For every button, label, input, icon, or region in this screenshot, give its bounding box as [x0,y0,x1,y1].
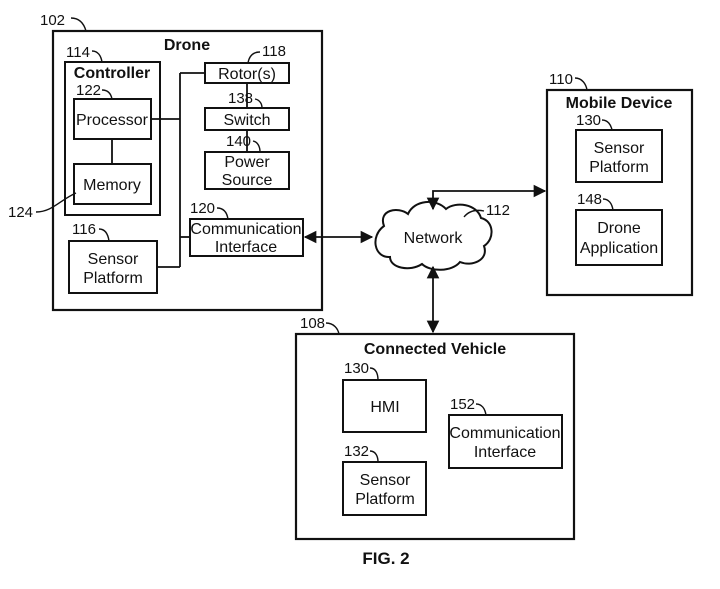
processor-ref: 122 [76,82,101,99]
vehicle-sensor-line2: Platform [355,491,415,508]
figure-label: FIG. 2 [362,549,409,568]
network-mobile-connection [426,184,547,211]
rotor-ref-leader [247,51,261,64]
connected-vehicle-title: Connected Vehicle [364,341,506,358]
rotor-ref: 118 [262,43,286,60]
controller-ref: 114 [66,44,90,61]
drone-block: 102 Drone 114 Controller 122 Processor M… [8,12,324,312]
network-label: Network [404,230,464,247]
hmi-label: HMI [370,399,399,416]
drone-sensor-line2: Platform [83,270,143,287]
drone-sensor-platform-box [68,240,158,294]
network-node: Network 112 [374,201,510,271]
vehicle-sensor-platform-box [342,461,427,516]
vehicle-ref: 108 [300,315,325,332]
memory-ref: 124 [8,204,33,221]
drone-comm-interface-box [189,218,304,257]
drone-ref: 102 [40,12,65,29]
drone-ref-leader [70,17,87,32]
mobile-sensor-line2: Platform [589,159,649,176]
drone-comm-line1: Communication [190,221,301,238]
mobile-device-block: 110 Mobile Device 130 Sensor Platform 14… [545,71,694,297]
connected-vehicle-block: 108 Connected Vehicle 130 HMI 132 Sensor… [294,315,576,541]
mobile-sensor-line1: Sensor [594,140,645,157]
hmi-ref: 130 [344,360,369,377]
network-ref: 112 [486,202,510,219]
switch-ref-leader [254,98,263,109]
controller-block: 114 Controller 122 Processor Memory 124 [8,44,161,221]
memory-box [73,163,152,205]
switch-label: Switch [223,112,270,129]
controller-title: Controller [74,65,150,82]
mobile-sensor-ref-leader [601,119,613,131]
network-ref-leader [463,209,485,218]
mobile-sensor-ref: 130 [576,112,601,129]
power-source-line1: Power [224,154,270,171]
memory-label: Memory [83,177,141,194]
drone-app-line2: Application [580,240,658,257]
network-cloud [374,201,493,271]
controller-ref-leader [91,50,103,63]
memory-ref-leader [35,192,77,213]
power-source-line2: Source [222,172,273,189]
drone-application-box [575,209,663,266]
switch-ref: 138 [228,90,253,107]
processor-ref-leader [101,89,113,100]
drone-comm-line2: Interface [215,239,277,256]
drone-bus [151,72,205,268]
drone-app-line1: Drone [597,220,641,237]
drone-title: Drone [164,37,210,54]
drone-sensor-ref-leader [98,228,110,242]
drone-sensor-line1: Sensor [88,251,139,268]
mobile-ref-leader [574,77,588,91]
drone-app-ref-leader [602,198,614,211]
vehicle-sensor-line1: Sensor [360,472,411,489]
hmi-ref-leader [369,367,379,381]
mobile-sensor-platform-box [575,129,663,183]
vehicle-sensor-ref: 132 [344,443,369,460]
vehicle-sensor-ref-leader [369,450,379,463]
processor-box [73,98,152,140]
connections [303,184,547,334]
mobile-device-title: Mobile Device [566,95,673,112]
vehicle-comm-line2: Interface [474,444,536,461]
rotor-label: Rotor(s) [218,66,276,83]
power-ref: 140 [226,133,251,150]
vehicle-comm-ref: 152 [450,396,475,413]
processor-label: Processor [76,112,149,129]
vehicle-comm-ref-leader [475,403,487,416]
vehicle-comm-line1: Communication [449,425,560,442]
drone-sensor-ref: 116 [72,221,96,238]
power-source-box [204,151,290,190]
drone-app-ref: 148 [577,191,602,208]
hmi-box [342,379,427,433]
drone-comm-ref: 120 [190,200,215,217]
drone-comm-ref-leader [216,207,229,220]
power-ref-leader [252,140,261,153]
vehicle-comm-interface-box [448,414,563,469]
vehicle-ref-leader [325,322,340,335]
mobile-ref: 110 [549,71,573,88]
